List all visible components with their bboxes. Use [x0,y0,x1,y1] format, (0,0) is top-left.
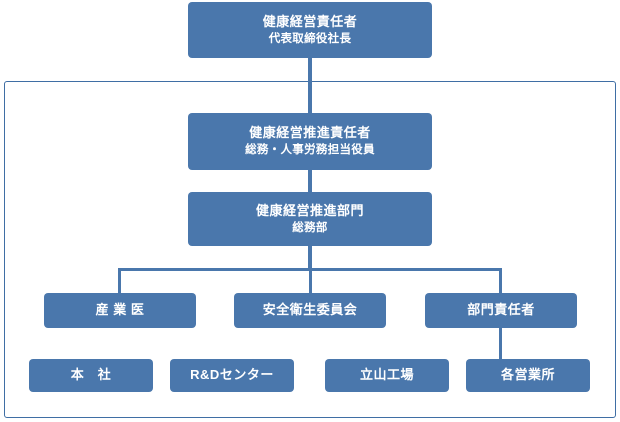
connector-bus-to-industrial-physician [118,268,121,293]
node-industrial-physician[interactable]: 産 業 医 [44,293,196,328]
connector-bus-to-safety-committee [309,268,312,293]
node-title: 健康経営責任者 [262,13,358,29]
connector-officer-to-department [308,170,312,194]
node-subtitle: 総務・人事労務担当役員 [245,144,375,157]
node-title: 本 社 [70,367,112,383]
node-rd-center[interactable]: R&Dセンター [170,359,294,392]
connector-bus-to-department-manager [499,268,502,293]
node-safety-health-committee[interactable]: 安全衛生委員会 [234,293,386,328]
node-health-management-officer[interactable]: 健康経営責任者 代表取締役社長 [188,2,432,58]
node-tateyama-factory[interactable]: 立山工場 [325,359,449,392]
node-title: 産 業 医 [95,302,145,318]
node-sales-offices[interactable]: 各営業所 [466,359,590,392]
node-title: 健康経営推進責任者 [249,125,371,141]
node-subtitle: 代表取締役社長 [268,32,352,45]
connector-manager-to-sites [499,328,502,359]
node-title: 立山工場 [359,367,414,383]
connector-top-to-promotion-officer [308,58,312,113]
node-title: R&Dセンター [190,367,274,383]
node-title: 各営業所 [500,367,555,383]
node-health-promotion-department[interactable]: 健康経営推進部門 総務部 [188,192,432,246]
node-title: 健康経営推進部門 [255,202,364,218]
connector-department-to-bus [308,245,312,270]
node-title: 安全衛生委員会 [262,302,358,318]
node-title: 部門責任者 [467,302,535,318]
node-department-manager[interactable]: 部門責任者 [425,293,577,328]
node-subtitle: 総務部 [292,221,328,234]
node-health-promotion-officer[interactable]: 健康経営推進責任者 総務・人事労務担当役員 [188,113,432,170]
node-headquarters[interactable]: 本 社 [29,359,153,392]
